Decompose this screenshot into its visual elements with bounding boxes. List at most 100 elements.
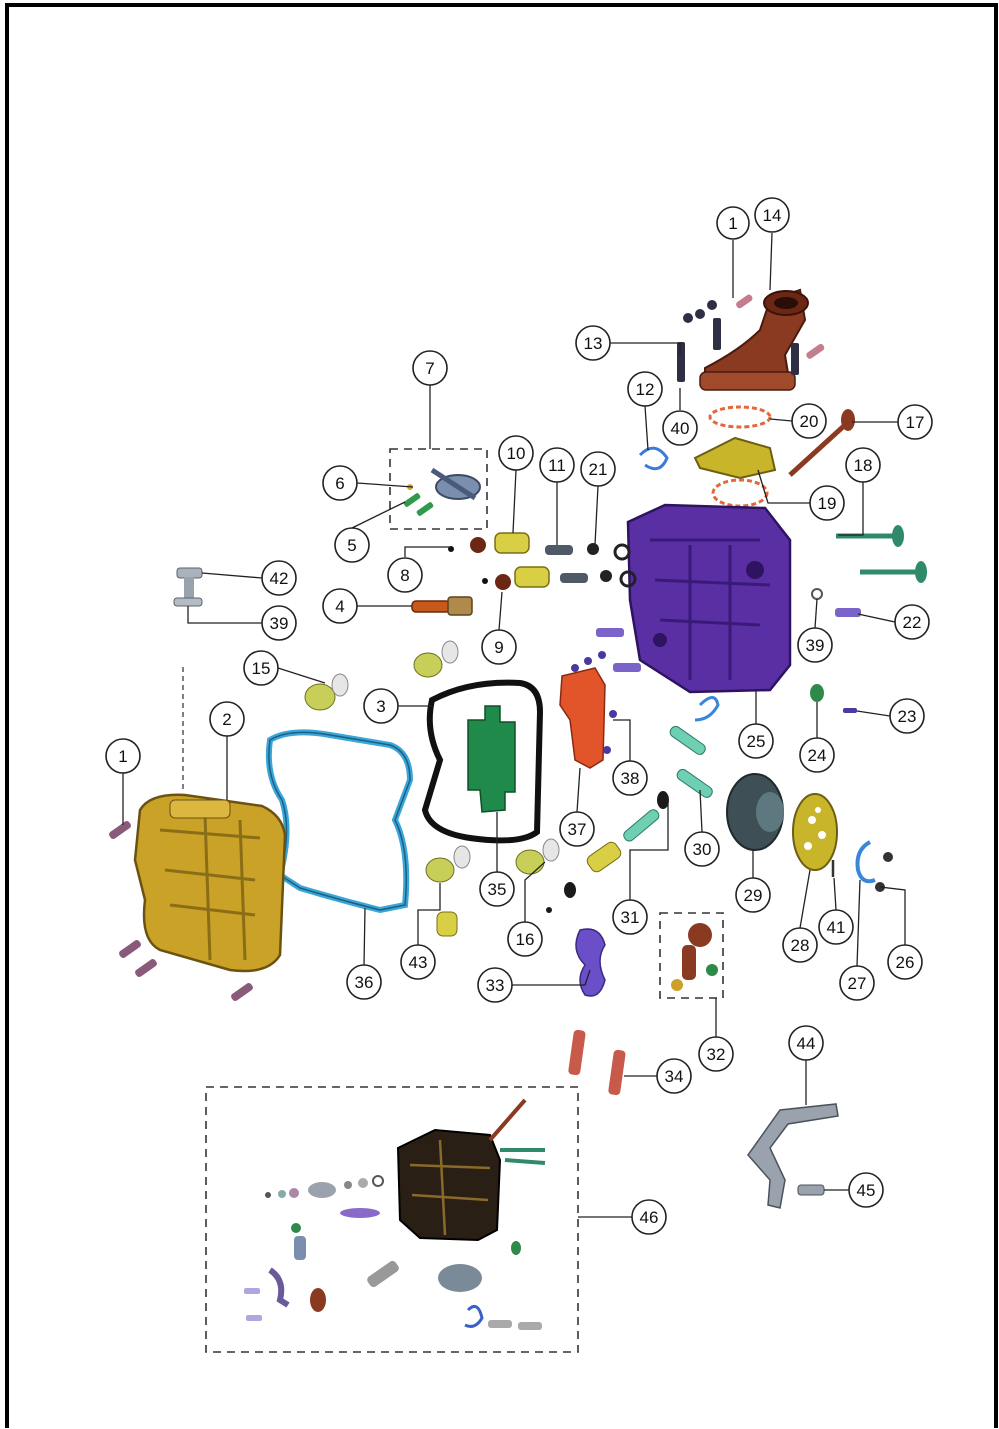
callout: 23 xyxy=(889,698,925,734)
svg-text:11: 11 xyxy=(548,456,566,475)
gasket-blue-outline xyxy=(268,731,411,911)
svg-text:25: 25 xyxy=(747,732,766,751)
callout: 17 xyxy=(897,404,933,440)
svg-text:45: 45 xyxy=(857,1181,876,1200)
decompressor-box xyxy=(659,912,724,999)
svg-text:17: 17 xyxy=(906,413,925,432)
callout: 37 xyxy=(559,811,595,847)
manifold-screws-pink xyxy=(736,294,825,359)
callout: 24 xyxy=(799,737,835,773)
callout: 5 xyxy=(334,527,370,563)
callout: 25 xyxy=(738,723,774,759)
callout: 4 xyxy=(322,588,358,624)
callout: 30 xyxy=(684,831,720,867)
callout: 11 xyxy=(539,447,575,483)
rocker-pins xyxy=(403,484,434,516)
callout: 45 xyxy=(848,1172,884,1208)
green-cap-24 xyxy=(810,684,824,702)
callout: 16 xyxy=(507,921,543,957)
callout: 21 xyxy=(580,451,616,487)
svg-text:44: 44 xyxy=(797,1034,816,1053)
callout: 15 xyxy=(243,650,279,686)
svg-text:38: 38 xyxy=(621,769,640,788)
callout: 13 xyxy=(575,325,611,361)
callout: 1 xyxy=(716,206,750,240)
black-seal xyxy=(657,791,669,809)
svg-text:1: 1 xyxy=(728,214,737,233)
rod-34b xyxy=(608,1049,626,1096)
svg-text:36: 36 xyxy=(355,973,374,992)
callout: 40 xyxy=(662,410,698,446)
callout: 10 xyxy=(498,435,534,471)
svg-text:9: 9 xyxy=(494,638,503,657)
svg-text:16: 16 xyxy=(516,930,535,949)
yellow-cylinder xyxy=(586,841,622,873)
callout: 1 xyxy=(105,738,141,774)
svg-text:6: 6 xyxy=(335,474,344,493)
leader-lines xyxy=(122,232,906,1218)
svg-text:42: 42 xyxy=(270,569,289,588)
valve-exhaust xyxy=(836,525,927,583)
svg-text:33: 33 xyxy=(486,976,505,995)
bolt-45 xyxy=(797,1184,825,1196)
black-dot xyxy=(546,907,552,913)
callout: 29 xyxy=(735,877,771,913)
clip-blue-small xyxy=(694,696,720,722)
callout: 8 xyxy=(387,557,423,593)
svg-text:3: 3 xyxy=(376,697,385,716)
head-bolts xyxy=(596,608,861,672)
svg-text:34: 34 xyxy=(665,1067,684,1086)
svg-text:27: 27 xyxy=(848,974,867,993)
svg-text:7: 7 xyxy=(425,359,434,378)
svg-text:22: 22 xyxy=(903,613,922,632)
callout: 12 xyxy=(627,371,663,407)
callout: 35 xyxy=(479,871,515,907)
small-purple-bolts xyxy=(571,651,617,754)
bolt-23 xyxy=(843,708,857,713)
svg-text:8: 8 xyxy=(400,566,409,585)
manifold-bolts xyxy=(677,300,799,382)
valve-springs xyxy=(448,532,637,590)
stud-bolt xyxy=(173,567,203,607)
gasket-orange-lower xyxy=(711,478,769,508)
callout: 27 xyxy=(839,965,875,1001)
callout: 39 xyxy=(797,627,833,663)
callout: 22 xyxy=(894,604,930,640)
svg-text:4: 4 xyxy=(335,597,344,616)
svg-text:18: 18 xyxy=(854,456,873,475)
callout: 2 xyxy=(209,701,245,737)
small-ring-39 xyxy=(811,588,823,600)
cover-bolts xyxy=(109,821,253,1001)
tensioner-33 xyxy=(575,928,606,997)
svg-text:39: 39 xyxy=(270,614,289,633)
svg-text:21: 21 xyxy=(589,460,608,479)
svg-text:31: 31 xyxy=(621,908,640,927)
svg-text:20: 20 xyxy=(800,412,819,431)
callout: 26 xyxy=(887,944,923,980)
camshaft-drum xyxy=(726,773,784,851)
svg-text:26: 26 xyxy=(896,953,915,972)
assembly-small-parts xyxy=(244,1175,542,1330)
svg-text:19: 19 xyxy=(818,494,837,513)
svg-text:41: 41 xyxy=(827,918,846,937)
tubes-teal xyxy=(623,725,713,842)
spark-plug xyxy=(411,596,473,616)
svg-text:32: 32 xyxy=(707,1045,726,1064)
svg-text:23: 23 xyxy=(898,707,917,726)
callout: 36 xyxy=(346,964,382,1000)
callout: 43 xyxy=(400,944,436,980)
callout: 18 xyxy=(845,447,881,483)
callout: 39 xyxy=(261,605,297,641)
orange-plate xyxy=(559,667,606,769)
decompressor xyxy=(671,923,718,991)
cylinder-head xyxy=(626,503,792,694)
rocker-arm xyxy=(430,467,481,501)
svg-text:39: 39 xyxy=(806,636,825,655)
svg-text:46: 46 xyxy=(640,1208,659,1227)
callout: 28 xyxy=(782,927,818,963)
callout: 46 xyxy=(631,1199,667,1235)
callout: 42 xyxy=(261,560,297,596)
assembly-head xyxy=(396,1098,546,1242)
svg-text:15: 15 xyxy=(252,659,271,678)
oring-12 xyxy=(638,446,669,471)
